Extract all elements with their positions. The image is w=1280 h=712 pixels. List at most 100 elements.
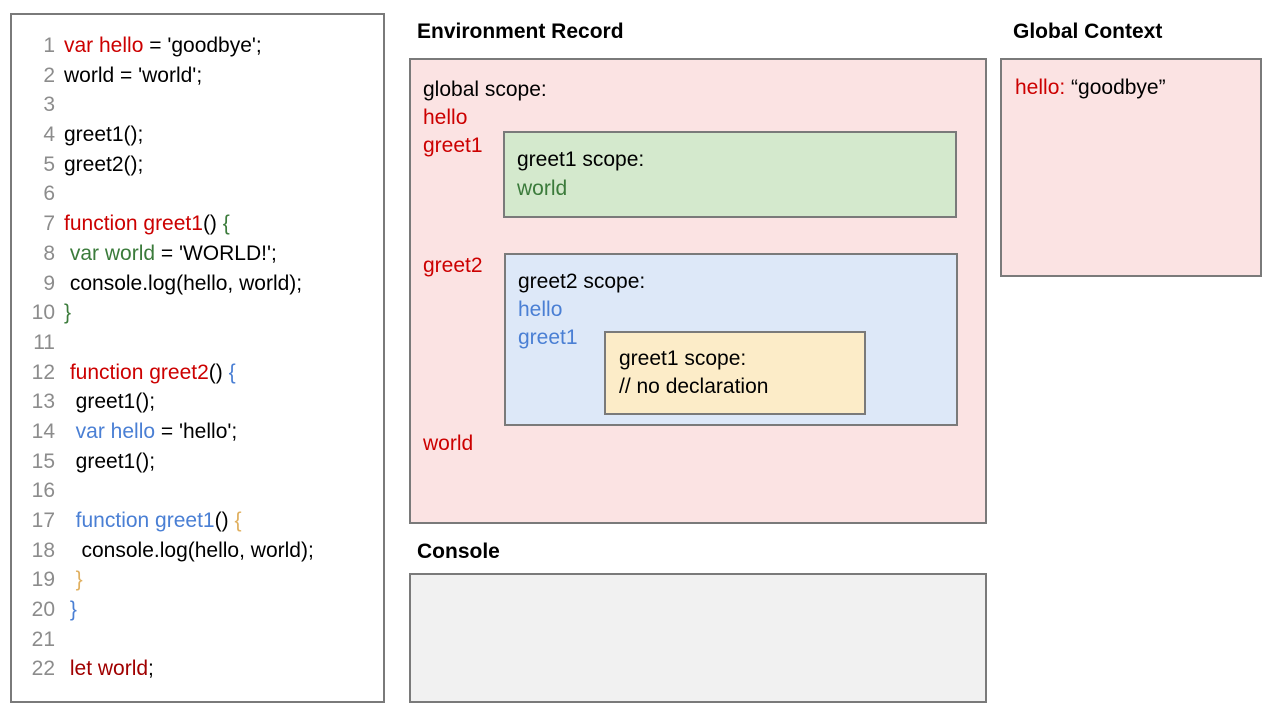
console-output-box[interactable]	[409, 573, 987, 703]
line-number: 16	[31, 479, 55, 503]
line-number: 13	[31, 390, 55, 414]
code-line: 16	[20, 476, 381, 506]
code-token: var hello	[75, 419, 156, 443]
code-line: 6	[20, 179, 381, 209]
code-line: 3	[20, 90, 381, 120]
code-line-text: var hello = 'hello';	[64, 417, 238, 447]
line-number: 22	[31, 657, 55, 681]
code-line: 20 }	[20, 595, 381, 625]
code-line: 17 function greet1() {	[20, 506, 381, 536]
code-token: {	[228, 360, 236, 384]
line-number: 7	[43, 212, 55, 236]
greet1-scope-heading: greet1 scope:	[517, 148, 645, 171]
code-token: greet2();	[64, 152, 144, 176]
greet2-scope-entry-hello: hello	[518, 298, 563, 321]
code-token: var world	[69, 241, 156, 265]
code-token: ()	[214, 509, 235, 532]
code-line-text: greet1();	[64, 387, 155, 417]
code-token: }	[64, 301, 72, 325]
code-line: 8 var world = 'WORLD!';	[20, 239, 381, 269]
line-number: 6	[43, 182, 55, 206]
line-number: 18	[31, 538, 55, 562]
nested-greet1-scope-comment: // no declaration	[619, 375, 769, 398]
code-token: = 'goodbye';	[143, 34, 262, 57]
code-line-text: }	[64, 298, 71, 328]
line-number: 20	[31, 598, 55, 622]
code-line: 1 var hello = 'goodbye';	[20, 31, 381, 61]
environment-record-box: global scope: hello greet1 greet2 world …	[409, 58, 987, 524]
global-context-entry-key: hello:	[1015, 76, 1066, 99]
global-scope-label: global scope:	[423, 78, 547, 101]
code-token	[64, 509, 76, 532]
code-line-text: world = 'world';	[64, 61, 202, 91]
env-binding-greet1: greet1	[423, 134, 483, 157]
code-token: = 'WORLD!';	[155, 241, 277, 265]
code-token	[64, 420, 76, 443]
line-number: 19	[31, 568, 55, 592]
nested-greet1-scope-box: greet1 scope: // no declaration	[604, 331, 866, 415]
code-token: greet1();	[64, 123, 144, 147]
code-line-text: function greet1() {	[64, 209, 230, 239]
code-line: 5 greet2();	[20, 150, 381, 180]
line-number: 10	[31, 301, 55, 325]
code-line-text: console.log(hello, world);	[64, 269, 302, 299]
code-token: var hello	[64, 34, 144, 57]
line-number: 17	[31, 509, 55, 532]
line-number: 3	[43, 93, 55, 117]
line-number: 2	[43, 63, 55, 87]
code-line: 4 greet1();	[20, 120, 381, 150]
code-line: 7 function greet1() {	[20, 209, 381, 239]
code-line-text: console.log(hello, world);	[64, 536, 314, 566]
code-token: console.log(hello, world);	[64, 538, 314, 562]
global-context-entry: hello: “goodbye”	[1015, 76, 1166, 100]
global-context-entry-value: “goodbye”	[1071, 76, 1166, 99]
code-token: function greet2	[69, 360, 209, 384]
code-line: 9 console.log(hello, world);	[20, 269, 381, 299]
greet2-scope-entry-greet1: greet1	[518, 326, 578, 349]
code-token: }	[75, 568, 83, 592]
code-token: greet1();	[64, 449, 156, 473]
nested-greet1-scope-heading: greet1 scope:	[619, 347, 747, 370]
line-number: 11	[33, 330, 55, 354]
environment-record-title: Environment Record	[417, 20, 624, 43]
code-editor-panel[interactable]: 1 var hello = 'goodbye'; 2 world = 'world';…	[10, 13, 385, 703]
code-line: 13 greet1();	[20, 387, 381, 417]
line-number: 21	[31, 627, 55, 651]
line-number: 9	[43, 271, 55, 295]
code-line-text: greet1();	[64, 120, 143, 150]
code-token: function greet1	[75, 509, 215, 532]
code-token: }	[69, 598, 77, 622]
code-line: 21	[20, 625, 381, 655]
greet1-scope-entry-world: world	[517, 177, 568, 200]
console-title: Console	[417, 540, 500, 563]
code-line-text: }	[64, 595, 77, 625]
code-line-list: 1 var hello = 'goodbye'; 2 world = 'world';…	[20, 31, 381, 684]
code-token: ()	[208, 360, 229, 384]
code-line: 19 }	[20, 565, 381, 595]
code-token: let world	[69, 657, 149, 681]
code-line-text: function greet1() {	[64, 506, 242, 536]
env-binding-world: world	[423, 432, 474, 455]
code-line: 15 greet1();	[20, 447, 381, 477]
line-number: 4	[43, 123, 55, 147]
line-number: 5	[43, 152, 55, 176]
code-line: 10}	[20, 298, 381, 328]
line-number: 1	[43, 34, 55, 57]
code-token: {	[222, 212, 230, 236]
code-token: console.log(hello, world);	[64, 271, 303, 295]
code-token: {	[234, 509, 242, 532]
code-line-text: var hello = 'goodbye';	[64, 31, 262, 61]
code-token: = 'hello';	[155, 419, 238, 443]
code-line: 11	[20, 328, 381, 358]
code-line-text: var world = 'WORLD!';	[64, 239, 277, 269]
code-token	[64, 568, 76, 591]
greet2-scope-heading: greet2 scope:	[518, 270, 646, 293]
env-binding-hello: hello	[423, 106, 468, 129]
code-line: 18 console.log(hello, world);	[20, 536, 381, 566]
line-number: 14	[31, 419, 55, 443]
line-number: 12	[31, 360, 55, 384]
code-line-text: }	[64, 565, 83, 595]
code-line: 22 let world;	[20, 654, 381, 684]
code-token: greet1();	[64, 390, 156, 414]
code-line: 12 function greet2() {	[20, 358, 381, 388]
